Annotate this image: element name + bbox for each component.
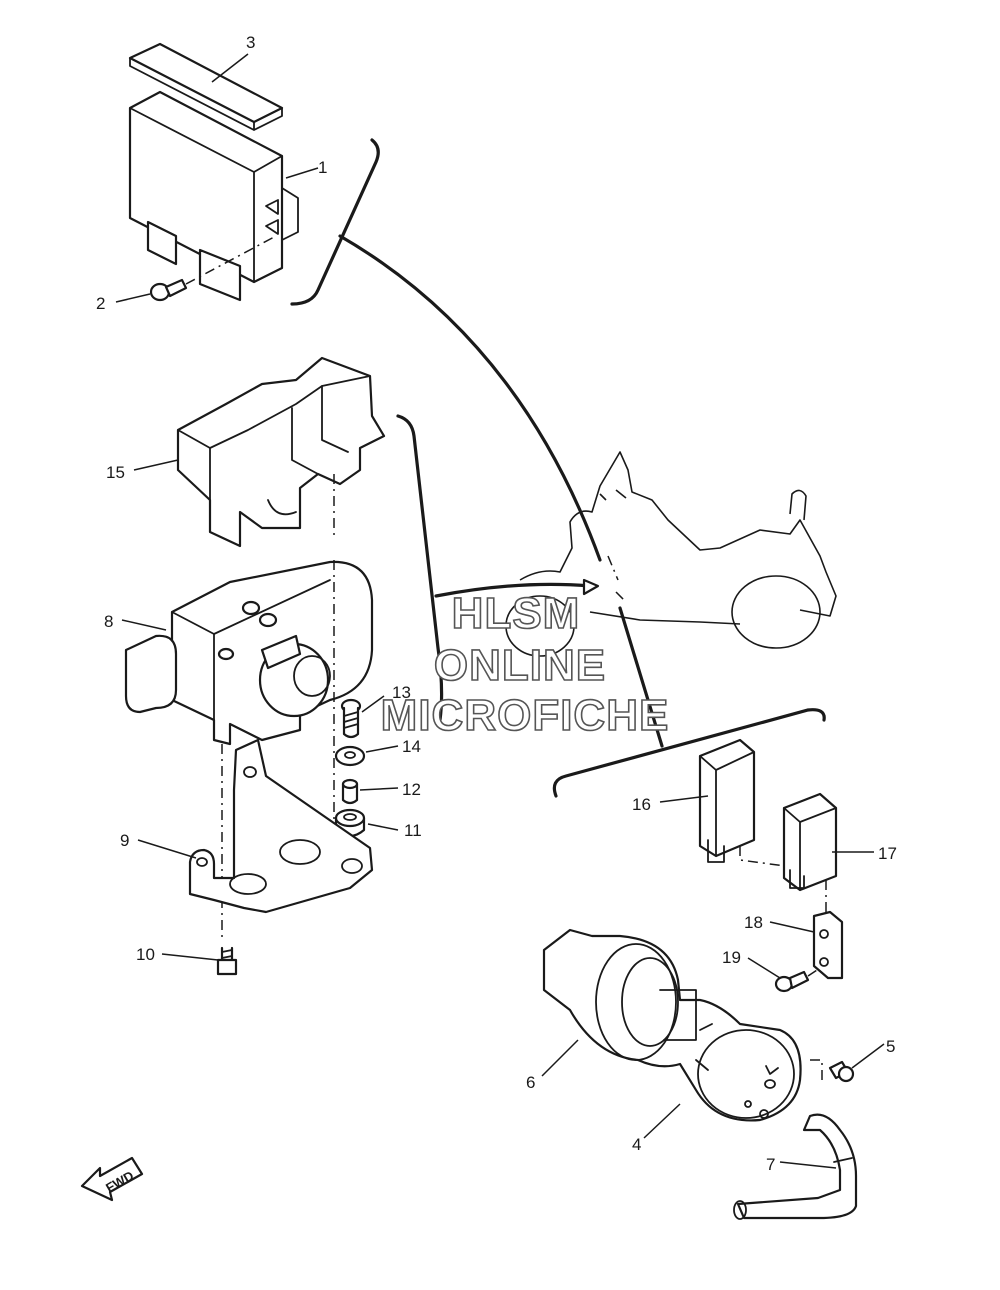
part-washer — [334, 745, 366, 767]
part-bracket-plate — [188, 738, 374, 914]
part-bolt-10 — [216, 946, 238, 976]
pointer-line-middle — [434, 582, 592, 598]
callout-15: 15 — [106, 463, 125, 482]
motorcycle-outline — [505, 451, 837, 657]
bracket-upper — [290, 138, 380, 306]
part-electric-unit — [124, 560, 374, 940]
part-screw-5 — [828, 1060, 855, 1083]
bracket-middle — [396, 414, 444, 722]
watermark-line-1: HLSM — [452, 589, 581, 638]
part-pad — [128, 42, 284, 131]
callout-12: 12 — [402, 780, 421, 799]
callout-11: 11 — [404, 821, 422, 840]
bracket-lower — [552, 708, 826, 798]
part-control-unit — [128, 90, 299, 302]
watermark-line-3: MICROFICHE — [381, 691, 670, 740]
callout-3: 3 — [246, 33, 255, 52]
callout-4: 4 — [632, 1135, 641, 1154]
pointer-line-upper — [338, 234, 602, 562]
callout-2: 2 — [96, 294, 105, 313]
part-screw-19 — [774, 967, 821, 993]
callout-16: 16 — [632, 795, 651, 814]
part-hose — [733, 1113, 858, 1220]
callout-7: 7 — [766, 1155, 775, 1174]
pointer-arrow — [582, 578, 600, 596]
part-relay-16 — [698, 738, 801, 869]
part-bolt-13 — [340, 698, 362, 739]
part-collar — [341, 778, 359, 805]
watermark-line-2: ONLINE — [434, 641, 606, 690]
watermark: HLSM ONLINE MICROFICHE — [380, 588, 670, 741]
fwd-direction-badge: FWD — [80, 1156, 144, 1202]
callout-17: 17 — [878, 844, 897, 863]
part-relay-17 — [782, 792, 838, 912]
part-fuel-pump — [542, 928, 823, 1122]
callout-10: 10 — [136, 945, 155, 964]
callout-9: 9 — [120, 831, 129, 850]
pointer-line-lower — [618, 606, 664, 748]
callout-1: 1 — [318, 158, 327, 177]
part-screw-2 — [149, 235, 277, 302]
part-cover — [176, 356, 386, 548]
callout-5: 5 — [886, 1037, 895, 1056]
callout-14: 14 — [402, 737, 421, 756]
callout-labels: 3 1 2 15 8 13 14 12 11 9 10 16 17 18 19 … — [96, 33, 897, 1174]
callout-19: 19 — [722, 948, 741, 967]
callout-8: 8 — [104, 612, 113, 631]
callout-18: 18 — [744, 913, 763, 932]
part-small-bracket — [812, 910, 844, 980]
callout-6: 6 — [526, 1073, 535, 1092]
leader-lines — [115, 53, 885, 1169]
callout-13: 13 — [392, 683, 411, 702]
